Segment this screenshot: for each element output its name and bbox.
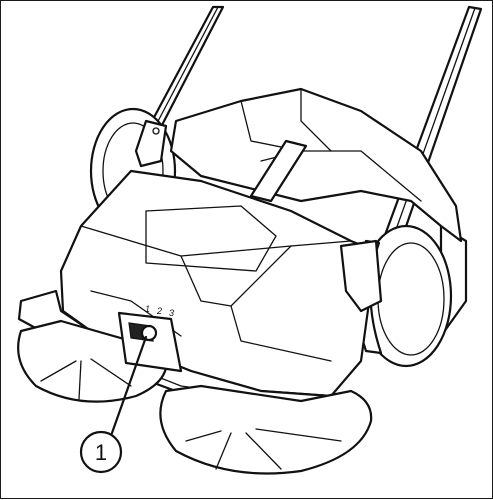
position-mark-1: 1: [145, 304, 150, 314]
right-handle-mount: [339, 239, 383, 313]
right-front-brush: [159, 384, 373, 475]
left-handle-mount: [134, 119, 168, 168]
position-mark-3: 3: [169, 308, 174, 318]
position-mark-2: 2: [156, 306, 162, 316]
top-strap: [249, 139, 308, 203]
height-adjustment-switch: 1 2 3: [117, 304, 183, 373]
rear-housing: [169, 87, 463, 243]
callout-1-label: 1: [95, 440, 107, 465]
callout-1: 1: [79, 335, 148, 474]
